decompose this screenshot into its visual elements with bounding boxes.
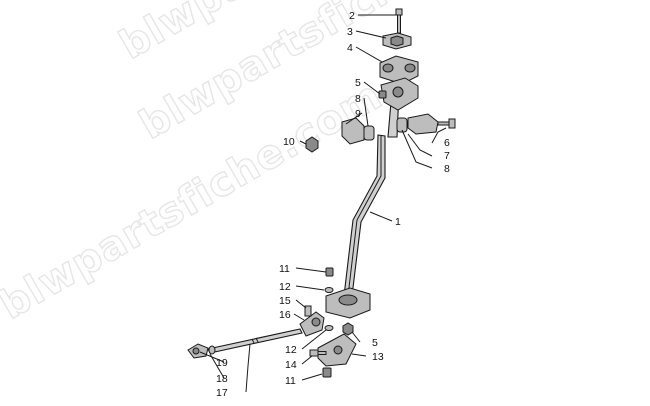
callout-11-lower: 11 — [285, 375, 296, 387]
callout-7: 7 — [444, 150, 450, 162]
bolt-14 — [309, 349, 327, 357]
callout-6: 6 — [444, 137, 450, 149]
top-bolt — [395, 8, 403, 34]
washer-lower — [324, 325, 334, 331]
callout-16: 16 — [279, 309, 291, 321]
tie-rod-end-left — [187, 343, 216, 359]
callout-2: 2 — [349, 10, 355, 22]
right-bushing-clamp — [396, 113, 439, 135]
callout-8-left: 8 — [355, 93, 361, 105]
callout-8-right: 8 — [444, 163, 450, 175]
pitman-arm — [317, 333, 357, 367]
callout-9: 9 — [355, 108, 361, 120]
callout-10: 10 — [283, 136, 295, 148]
upper-clamp-cap — [382, 32, 412, 50]
leader-lines — [199, 14, 447, 393]
callout-15: 15 — [279, 295, 291, 307]
bracket-hole — [392, 86, 404, 98]
nut-11-upper — [325, 267, 334, 277]
callout-11-upper: 11 — [279, 263, 290, 275]
nut-11-lower — [322, 367, 332, 378]
callout-12-lower: 12 — [285, 344, 297, 356]
callout-13: 13 — [372, 351, 384, 363]
callout-19: 19 — [216, 357, 228, 369]
watermark-group: blwpartsfiche.com blwpartsfiche.com blwp… — [0, 0, 531, 329]
nut-upper — [378, 90, 387, 99]
callout-1: 1 — [395, 216, 401, 228]
callout-12-upper: 12 — [279, 281, 291, 293]
left-bushing-clamp — [341, 117, 375, 145]
tie-rod-end-right — [299, 305, 325, 337]
lower-clamp-block — [379, 55, 419, 85]
callout-17: 17 — [216, 387, 228, 399]
callout-5-upper: 5 — [355, 77, 361, 89]
washer-upper — [324, 287, 334, 293]
callout-labels: 2 3 4 5 8 9 10 6 7 8 1 11 12 15 16 12 5 … — [216, 10, 450, 399]
side-bolt — [437, 118, 456, 129]
callout-3: 3 — [347, 26, 353, 38]
callout-18: 18 — [216, 373, 228, 385]
callout-5-lower: 5 — [372, 337, 378, 349]
nut-left — [305, 136, 319, 153]
callout-4: 4 — [347, 42, 353, 54]
lower-bearing-housing — [325, 287, 371, 319]
nut-lower — [342, 322, 354, 336]
callout-14: 14 — [285, 359, 297, 371]
